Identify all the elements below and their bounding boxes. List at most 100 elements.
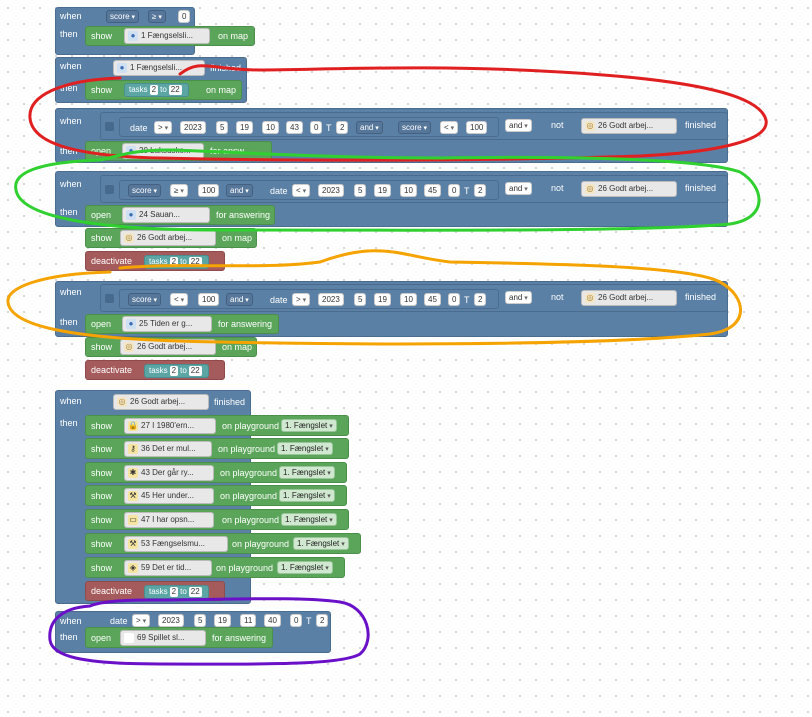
score-date-and[interactable]: score ≥ 100 and date < 2023 5 19 10 45 0… xyxy=(119,180,499,200)
task-ref[interactable]: ◎26 Godt arbej... xyxy=(120,230,216,246)
score-date-and[interactable]: score < 100 and date > 2023 5 19 10 45 0… xyxy=(119,289,499,309)
task-ref[interactable]: ⚒53 Fængselsmu... xyxy=(124,536,228,552)
show-playground-block[interactable]: show ⚷36 Det er mul... on playground 1. … xyxy=(85,438,349,459)
playground-dropdown[interactable]: 1. Fængslet xyxy=(281,513,337,526)
month-field[interactable]: 5 xyxy=(354,293,367,306)
date-op-dropdown[interactable]: > xyxy=(292,293,311,306)
task-ref[interactable]: ●25 Tiden er g... xyxy=(122,316,212,332)
score-op-dropdown[interactable]: < xyxy=(170,293,189,306)
playground-dropdown[interactable]: 1. Fængslet xyxy=(277,442,333,455)
hour-field[interactable]: 10 xyxy=(400,293,417,306)
not-task-ref[interactable]: ◎26 Godt arbej... xyxy=(581,290,677,306)
task-ref[interactable]: ●20 Luksuske... xyxy=(122,143,204,159)
score-value[interactable]: 100 xyxy=(198,184,220,197)
minute-field[interactable]: 40 xyxy=(264,614,281,627)
playground-dropdown[interactable]: 1. Fængslet xyxy=(277,561,333,574)
playground-dropdown[interactable]: 1. Fængslet xyxy=(281,419,337,432)
date-score-and[interactable]: date > 2023 5 19 10 43 0 T 2 and score <… xyxy=(119,117,499,137)
task-ref[interactable]: ▭47 I har opsn... xyxy=(124,512,214,528)
task-ref[interactable]: ●1 Fængselsli... xyxy=(113,60,205,76)
minute-field[interactable]: 45 xyxy=(424,293,441,306)
task-ref[interactable]: ●24 Sauan... xyxy=(122,207,210,223)
task-ref[interactable]: ●1 Fængselsli... xyxy=(124,28,210,44)
task-ref[interactable]: ◎26 Godt arbej... xyxy=(120,339,216,355)
show-playground-block[interactable]: show ▭47 I har opsn... on playground 1. … xyxy=(85,509,349,530)
month-field[interactable]: 5 xyxy=(194,614,207,627)
show-playground-block[interactable]: show ⚒53 Fængselsmu... on playground 1. … xyxy=(85,533,361,554)
not-task-ref[interactable]: ◎26 Godt arbej... xyxy=(581,181,677,197)
date-op-dropdown[interactable]: > xyxy=(154,121,173,134)
hour-field[interactable]: 11 xyxy=(240,614,257,627)
show-playground-block[interactable]: show ◈59 Det er tid... on playground 1. … xyxy=(85,557,345,578)
show-block[interactable]: show ●1 Fængselsli... on map xyxy=(85,26,255,46)
task-ref[interactable]: ⚷36 Det er mul... xyxy=(124,441,212,457)
year-field[interactable]: 2023 xyxy=(318,293,344,306)
score-dropdown[interactable]: score xyxy=(398,121,432,134)
year-field[interactable]: 2023 xyxy=(158,614,184,627)
minute-field[interactable]: 43 xyxy=(286,121,303,134)
playground-dropdown[interactable]: 1. Fængslet xyxy=(279,489,335,502)
show-block[interactable]: show ◎26 Godt arbej... on map xyxy=(85,228,257,248)
score-op-dropdown[interactable]: < xyxy=(440,121,459,134)
and-dropdown[interactable]: and xyxy=(226,293,253,306)
second-field[interactable]: 0 xyxy=(448,184,461,197)
day-field[interactable]: 19 xyxy=(214,614,231,627)
open-block[interactable]: open 69 Spillet sl... for answering xyxy=(85,627,273,648)
month-field[interactable]: 5 xyxy=(354,184,367,197)
task-ref[interactable]: ◎26 Godt arbej... xyxy=(113,394,209,410)
task-ref[interactable]: 69 Spillet sl... xyxy=(120,630,206,646)
operator-dropdown[interactable]: ≥ xyxy=(148,10,166,23)
playground-dropdown[interactable]: 1. Fængslet xyxy=(293,537,349,550)
minute-field[interactable]: 45 xyxy=(424,184,441,197)
and-dropdown[interactable]: and xyxy=(505,291,532,304)
tz-field[interactable]: 2 xyxy=(474,293,487,306)
task-ref[interactable]: ⚒45 Her under... xyxy=(124,488,214,504)
year-field[interactable]: 2023 xyxy=(318,184,344,197)
task-ref[interactable]: ◈59 Det er tid... xyxy=(124,560,212,576)
score-value[interactable]: 100 xyxy=(466,121,488,134)
and-dropdown[interactable]: and xyxy=(505,182,532,195)
month-field[interactable]: 5 xyxy=(216,121,229,134)
tz-field[interactable]: 2 xyxy=(316,614,329,627)
tz-field[interactable]: 2 xyxy=(474,184,487,197)
show-playground-block[interactable]: show ✱43 Der går ry... on playground 1. … xyxy=(85,462,347,483)
playground-dropdown[interactable]: 1. Fængslet xyxy=(279,466,335,479)
day-field[interactable]: 19 xyxy=(374,184,391,197)
score-value[interactable]: 0 xyxy=(178,10,191,23)
year-field[interactable]: 2023 xyxy=(180,121,206,134)
second-field[interactable]: 0 xyxy=(310,121,323,134)
open-block[interactable]: open ●25 Tiden er g... for answering xyxy=(85,314,279,334)
day-field[interactable]: 19 xyxy=(374,293,391,306)
not-task-ref[interactable]: ◎26 Godt arbej... xyxy=(581,118,677,134)
score-dropdown[interactable]: score xyxy=(106,10,140,23)
day-field[interactable]: 19 xyxy=(236,121,253,134)
score-op-dropdown[interactable]: ≥ xyxy=(170,184,188,197)
hour-field[interactable]: 10 xyxy=(262,121,279,134)
show-playground-block[interactable]: show 🔒27 I 1980'ern... on playground 1. … xyxy=(85,415,349,436)
open-block[interactable]: open ●24 Sauan... for answering xyxy=(85,205,275,225)
and-dropdown[interactable]: and xyxy=(505,119,532,132)
hour-field[interactable]: 10 xyxy=(400,184,417,197)
and-dropdown[interactable]: and xyxy=(226,184,253,197)
date-op-dropdown[interactable]: > xyxy=(132,614,151,627)
score-dropdown[interactable]: score xyxy=(128,293,162,306)
show-playground-block[interactable]: show ⚒45 Her under... on playground 1. F… xyxy=(85,485,347,506)
task-ref[interactable]: 🔒27 I 1980'ern... xyxy=(124,418,216,434)
tz-field[interactable]: 2 xyxy=(336,121,349,134)
second-field[interactable]: 0 xyxy=(290,614,303,627)
date-op-dropdown[interactable]: < xyxy=(292,184,311,197)
score-value[interactable]: 100 xyxy=(198,293,220,306)
task-ref[interactable]: ✱43 Der går ry... xyxy=(124,465,214,481)
and-dropdown[interactable]: and xyxy=(356,121,383,134)
show-block[interactable]: show ◎26 Godt arbej... on map xyxy=(85,337,257,357)
score-dropdown[interactable]: score xyxy=(128,184,162,197)
open-block-partial[interactable]: open ●20 Luksuske... for answ... xyxy=(85,141,272,161)
